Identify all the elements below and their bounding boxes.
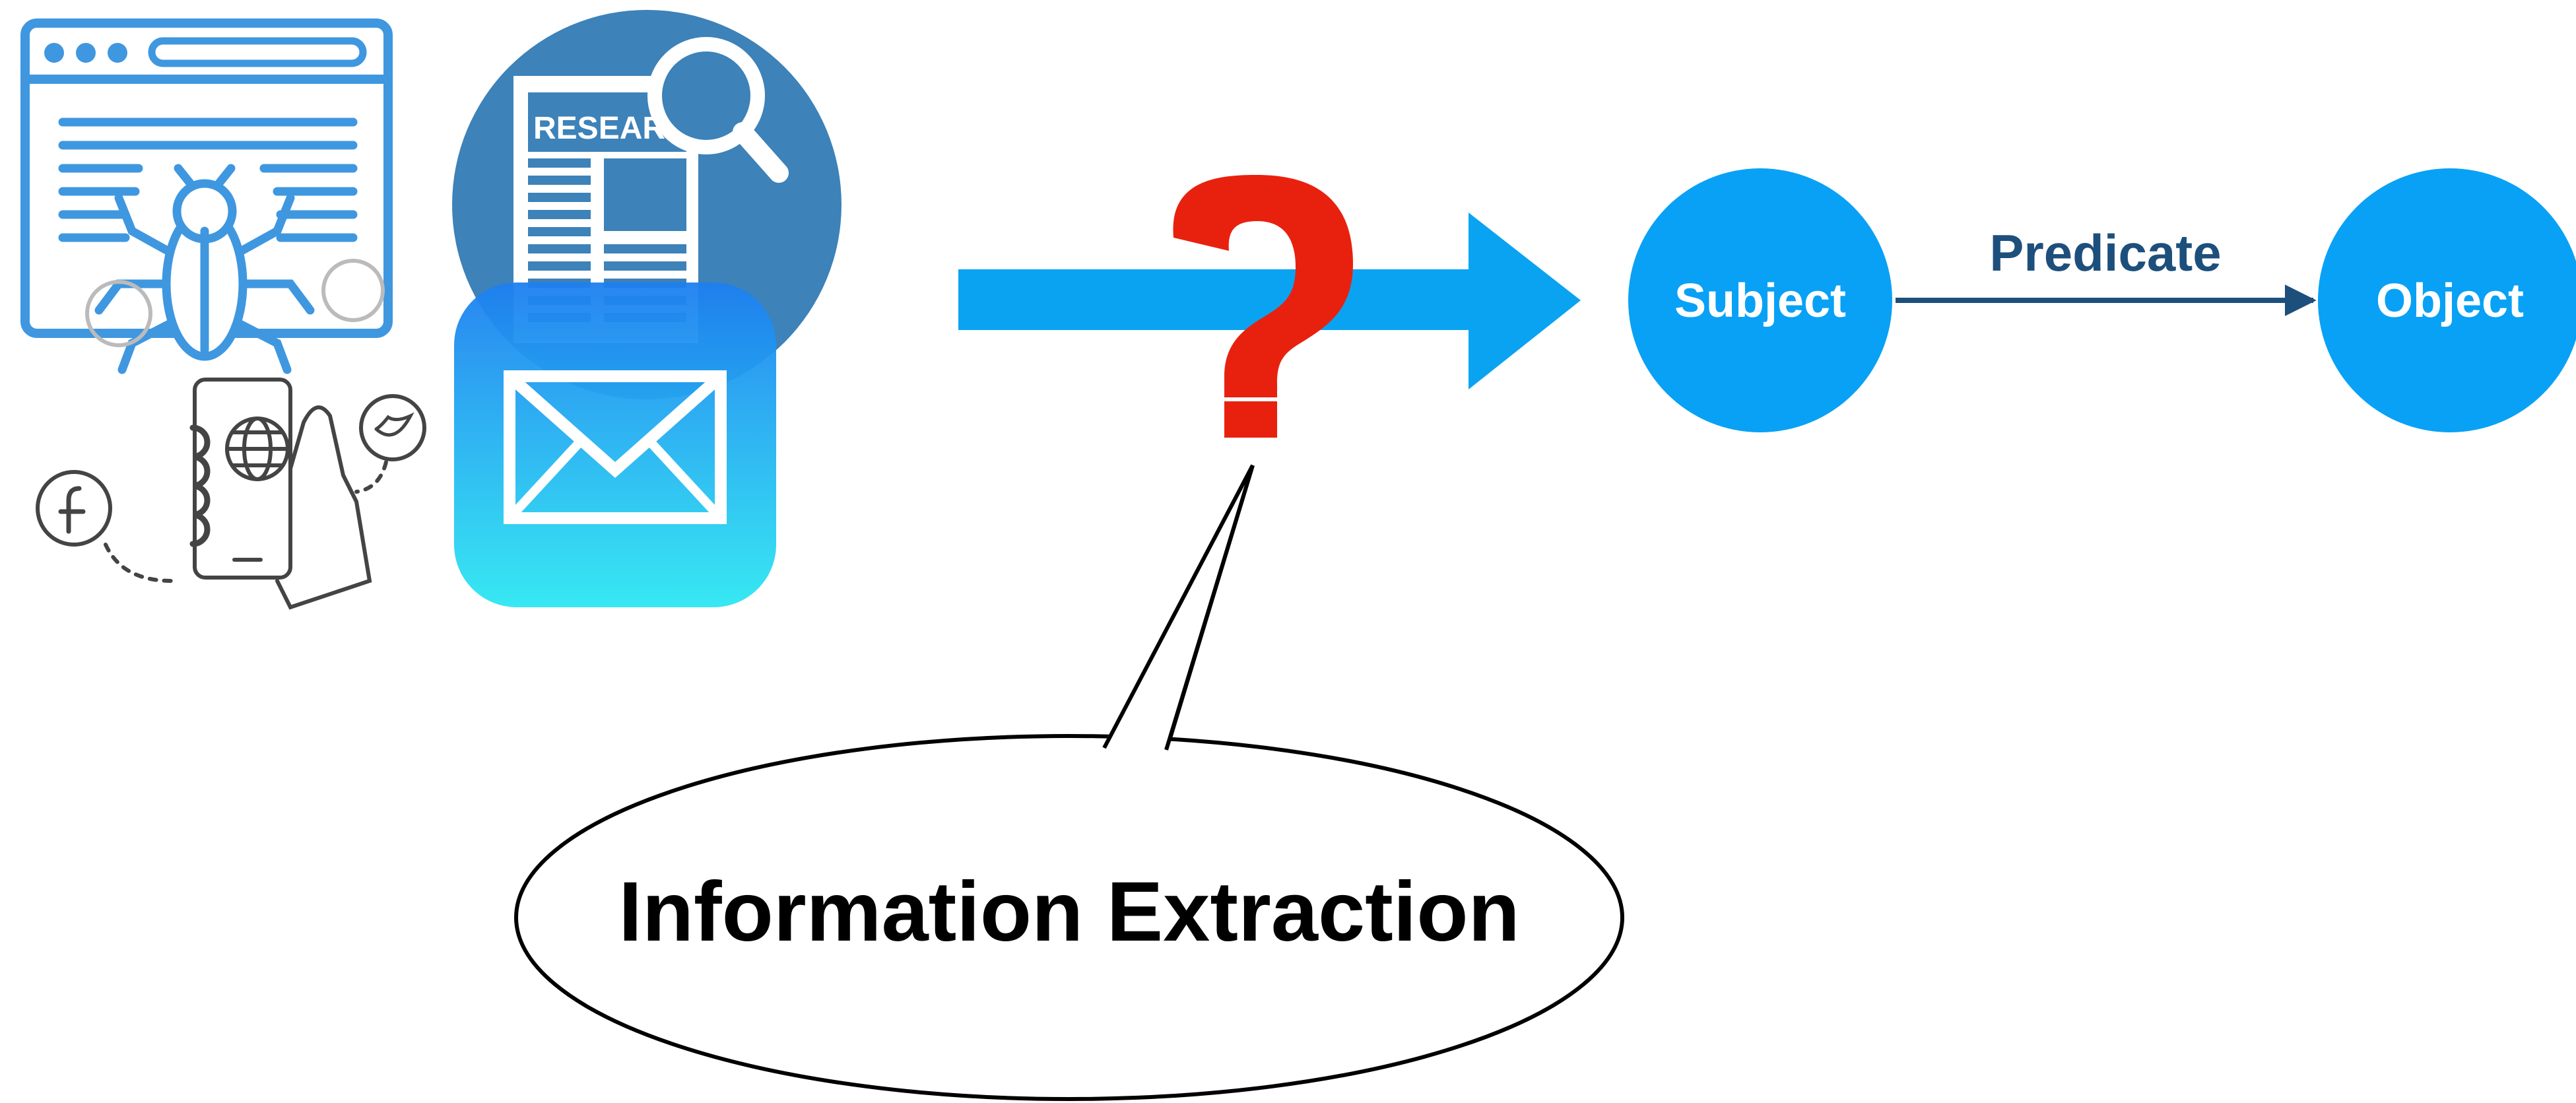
- object-node: Object: [2318, 168, 2576, 432]
- subject-label: Subject: [1674, 275, 1846, 327]
- subject-node: Subject: [1628, 168, 1892, 432]
- hand-phone-social-icon: [36, 259, 426, 610]
- callout-bubble: Information Extraction: [514, 464, 1624, 1101]
- question-mark: [1173, 175, 1353, 438]
- predicate-label: Predicate: [1989, 224, 2221, 282]
- callout-label: Information Extraction: [618, 865, 1519, 959]
- right-arrow-icon: [958, 213, 1581, 389]
- predicate-edge: Predicate: [1896, 224, 2317, 316]
- object-label: Object: [2376, 275, 2524, 327]
- web-page-bug-icon: [20, 18, 393, 374]
- mail-envelope-icon: [454, 283, 776, 607]
